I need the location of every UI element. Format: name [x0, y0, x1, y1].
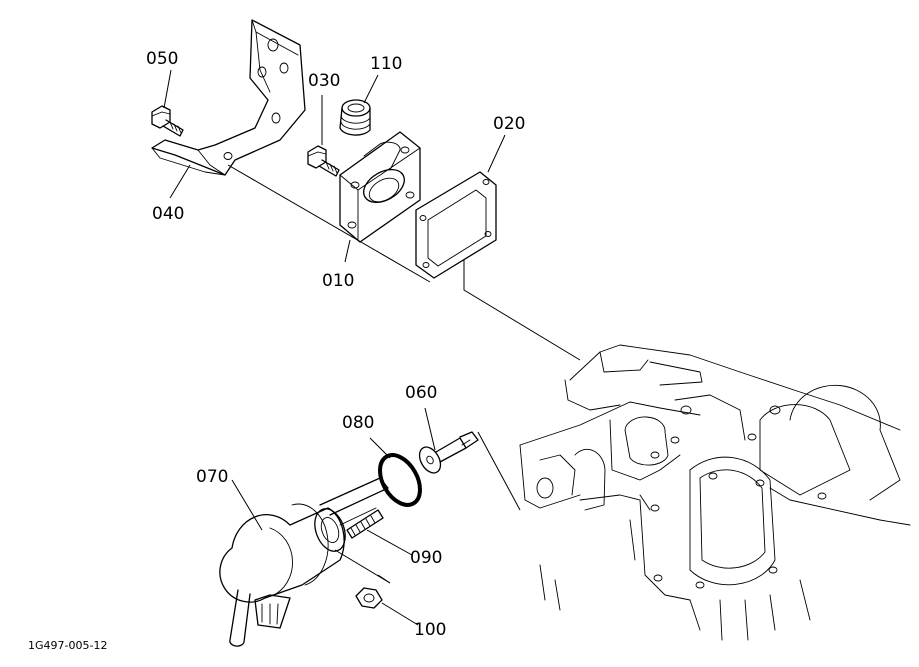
- part-060-pin[interactable]: [415, 431, 479, 477]
- leader-100: [381, 602, 419, 626]
- nut-axis-tick: [377, 574, 391, 584]
- leader-090: [366, 529, 413, 556]
- leader-060: [424, 407, 436, 451]
- part-040-bracket[interactable]: [151, 19, 306, 176]
- leader-lines: [163, 69, 581, 626]
- leader-050: [163, 69, 172, 109]
- callout-080: 080: [342, 413, 374, 433]
- callout-090: 090: [410, 548, 442, 568]
- engine-block: [519, 344, 911, 641]
- gasket-axis-line: [463, 260, 581, 361]
- part-050-bolt[interactable]: [151, 105, 184, 137]
- part-110-plug[interactable]: [339, 99, 371, 136]
- callout-100: 100: [414, 620, 446, 640]
- pin-axis-line: [477, 431, 521, 511]
- part-020-gasket[interactable]: [415, 171, 497, 279]
- leader-080: [369, 437, 391, 459]
- part-090-bolt[interactable]: [346, 509, 384, 539]
- callout-110: 110: [370, 54, 402, 74]
- callout-030: 030: [308, 71, 340, 91]
- callout-020: 020: [493, 114, 525, 134]
- leader-040: [169, 164, 191, 199]
- part-010-flange[interactable]: [339, 131, 421, 243]
- leader-020: [487, 134, 506, 173]
- callout-040: 040: [152, 204, 184, 224]
- nut-axis-line: [334, 549, 391, 584]
- callout-070: 070: [196, 467, 228, 487]
- part-080-oring[interactable]: [372, 448, 428, 512]
- callout-060: 060: [405, 383, 437, 403]
- leader-070: [231, 479, 263, 531]
- callout-010: 010: [322, 271, 354, 291]
- leader-110: [363, 74, 379, 104]
- callout-050: 050: [146, 49, 178, 69]
- drawing-number: 1G497-005-12: [28, 639, 107, 652]
- bolt-axis-line: [227, 164, 431, 283]
- part-030-bolt[interactable]: [307, 145, 340, 177]
- part-070-solenoid[interactable]: [219, 477, 389, 647]
- part-100-nut[interactable]: [355, 587, 383, 609]
- leader-010: [344, 239, 351, 263]
